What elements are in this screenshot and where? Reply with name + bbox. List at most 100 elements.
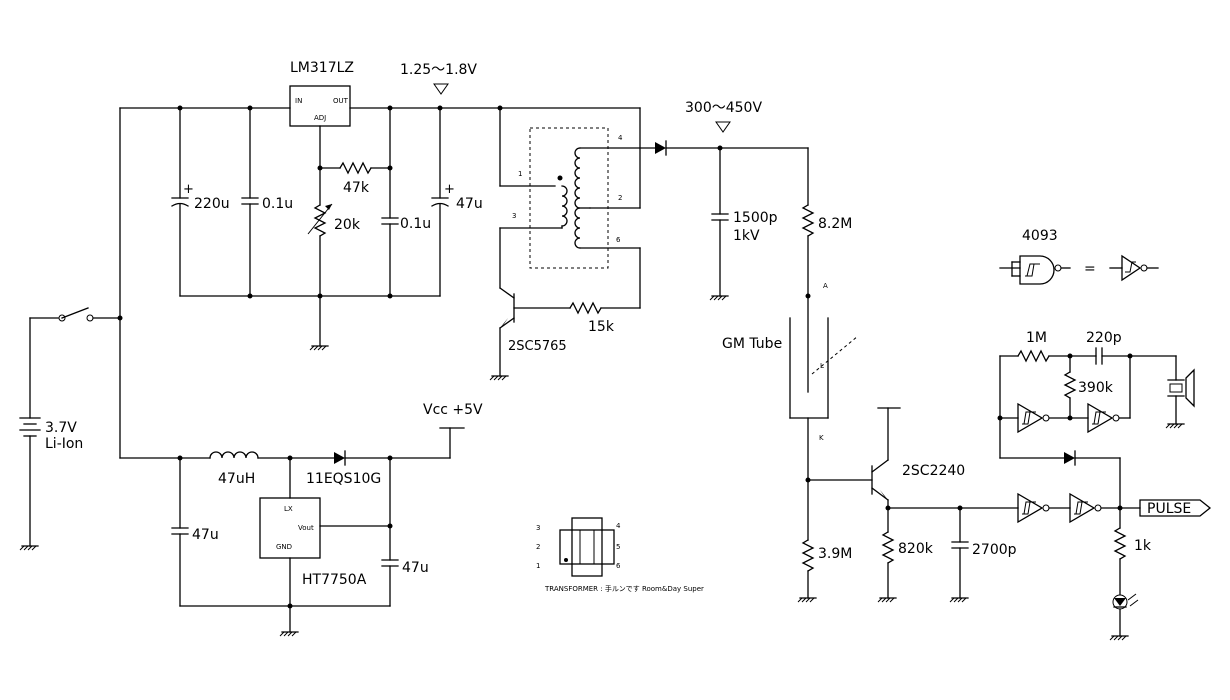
svg-text:2: 2	[618, 194, 622, 202]
test-point-low	[433, 83, 449, 95]
schottky-diode: 11EQS10G	[306, 450, 451, 487]
transformer-secondary	[574, 147, 581, 249]
high-voltage-label: 300〜450V	[685, 100, 762, 116]
svg-text:1M: 1M	[1026, 330, 1047, 346]
svg-text:IN: IN	[295, 97, 302, 105]
capacitor-47u-b: 47u	[171, 457, 219, 607]
svg-text:L: L	[820, 362, 824, 370]
transistor-2sc5765: 2SC5765	[499, 227, 567, 377]
svg-text:1kV: 1kV	[733, 228, 760, 244]
resistor-8-2m: 8.2M	[801, 147, 852, 297]
capacitor-1500p: 1500p 1kV	[711, 147, 778, 297]
vcc-label: Vcc +5V	[423, 402, 483, 418]
led-indicator	[1112, 593, 1139, 637]
svg-text:LX: LX	[284, 505, 293, 513]
low-voltage-label: 1.25〜1.8V	[400, 62, 477, 78]
gm-tube: L GM Tube	[722, 295, 859, 419]
schmitt-inverter	[1017, 492, 1050, 524]
resistor-15k: 15k	[569, 301, 641, 335]
lm317-regulator: IN OUT ADJ LM317LZ	[289, 60, 354, 127]
ground-symbol	[797, 597, 817, 603]
resistor-390k: 390k	[1063, 355, 1114, 419]
transistor-2sc2240: 2SC2240	[871, 407, 965, 501]
resistor-3-9m: 3.9M	[801, 539, 852, 599]
ground-symbol	[489, 375, 509, 381]
transformer-primary	[557, 175, 568, 227]
svg-text:HT7750A: HT7750A	[302, 572, 367, 588]
ground-symbol	[279, 631, 299, 637]
hv-diode	[655, 140, 809, 156]
transformer-caption: TRANSFORMER : 手ルンです Room&Day Super	[544, 584, 704, 593]
ground-symbol	[309, 345, 329, 351]
svg-text:Vout: Vout	[298, 524, 314, 532]
svg-text:1: 1	[536, 562, 540, 570]
trigger-diode	[1064, 450, 1076, 466]
svg-text:20k: 20k	[334, 217, 361, 233]
svg-text:220p: 220p	[1086, 330, 1122, 346]
svg-text:47k: 47k	[343, 180, 370, 196]
svg-text:2: 2	[536, 543, 540, 551]
pulse-output-connector: PULSE	[1139, 499, 1212, 517]
capacitor-47u-c: 47u	[381, 457, 429, 607]
nand-gate-symbol	[999, 255, 1071, 285]
resistor-47k: 47k	[319, 161, 393, 196]
svg-text:0.1u: 0.1u	[400, 216, 431, 232]
svg-text:+: +	[183, 182, 194, 197]
schmitt-inverter	[1069, 492, 1102, 524]
schmitt-inverter	[1017, 402, 1050, 434]
svg-text:3: 3	[536, 524, 540, 532]
schmitt-inverter-symbol	[1109, 254, 1159, 282]
capacitor-0-1u-b: 0.1u	[381, 107, 431, 297]
ground-symbol	[1165, 423, 1185, 429]
svg-text:47u: 47u	[192, 527, 219, 543]
battery-type-label: Li-Ion	[45, 436, 83, 452]
svg-text:1k: 1k	[1134, 538, 1152, 554]
svg-text:3: 3	[512, 212, 516, 220]
svg-text:15k: 15k	[588, 319, 615, 335]
svg-text:5: 5	[616, 543, 620, 551]
resistor-820k: 820k	[881, 531, 934, 599]
svg-text:47u: 47u	[402, 560, 429, 576]
svg-text:1500p: 1500p	[733, 210, 778, 226]
svg-text:+: +	[444, 182, 455, 197]
capacitor-220u: + 220u	[171, 107, 230, 297]
ground-symbol	[709, 295, 729, 301]
svg-text:PULSE: PULSE	[1147, 501, 1191, 517]
resistor-1m: 1M	[1017, 330, 1097, 363]
capacitor-220p: 220p	[1086, 330, 1177, 365]
svg-text:6: 6	[616, 562, 621, 570]
svg-text:A: A	[823, 282, 828, 290]
svg-text:220u: 220u	[194, 196, 230, 212]
svg-text:47u: 47u	[456, 196, 483, 212]
schmitt-inverter	[1087, 402, 1120, 434]
power-switch	[29, 307, 123, 322]
svg-text:=: =	[1084, 261, 1096, 277]
svg-text:6: 6	[616, 236, 621, 244]
svg-text:2SC2240: 2SC2240	[902, 463, 965, 479]
gm-tube-label: GM Tube	[722, 336, 782, 352]
svg-text:ADJ: ADJ	[314, 114, 326, 122]
ground-symbol	[1109, 635, 1129, 641]
battery-voltage-label: 3.7V	[45, 420, 77, 436]
inductor-47uh: 47uH	[209, 451, 335, 487]
transformer-outline	[529, 127, 609, 269]
svg-text:GND: GND	[276, 543, 292, 551]
svg-text:2700p: 2700p	[972, 542, 1017, 558]
battery: 3.7V Li-Ion	[19, 317, 83, 547]
transformer-pinout: 3 2 1 4 5 6 TRANSFORMER : 手ルンです Room&Day…	[536, 517, 704, 593]
svg-text:1: 1	[518, 170, 522, 178]
variable-resistor-20k: 20k	[307, 167, 361, 297]
svg-text:4: 4	[616, 522, 621, 530]
svg-text:8.2M: 8.2M	[818, 216, 852, 232]
svg-text:K: K	[819, 434, 824, 442]
svg-text:390k: 390k	[1078, 380, 1114, 396]
ground-symbol	[19, 545, 39, 551]
svg-text:3.9M: 3.9M	[818, 546, 852, 562]
svg-text:4: 4	[618, 134, 623, 142]
piezo-buzzer	[1167, 355, 1195, 425]
svg-text:47uH: 47uH	[218, 471, 255, 487]
capacitor-0-1u-a: 0.1u	[241, 107, 293, 297]
svg-text:0.1u: 0.1u	[262, 196, 293, 212]
ground-symbol	[877, 597, 897, 603]
